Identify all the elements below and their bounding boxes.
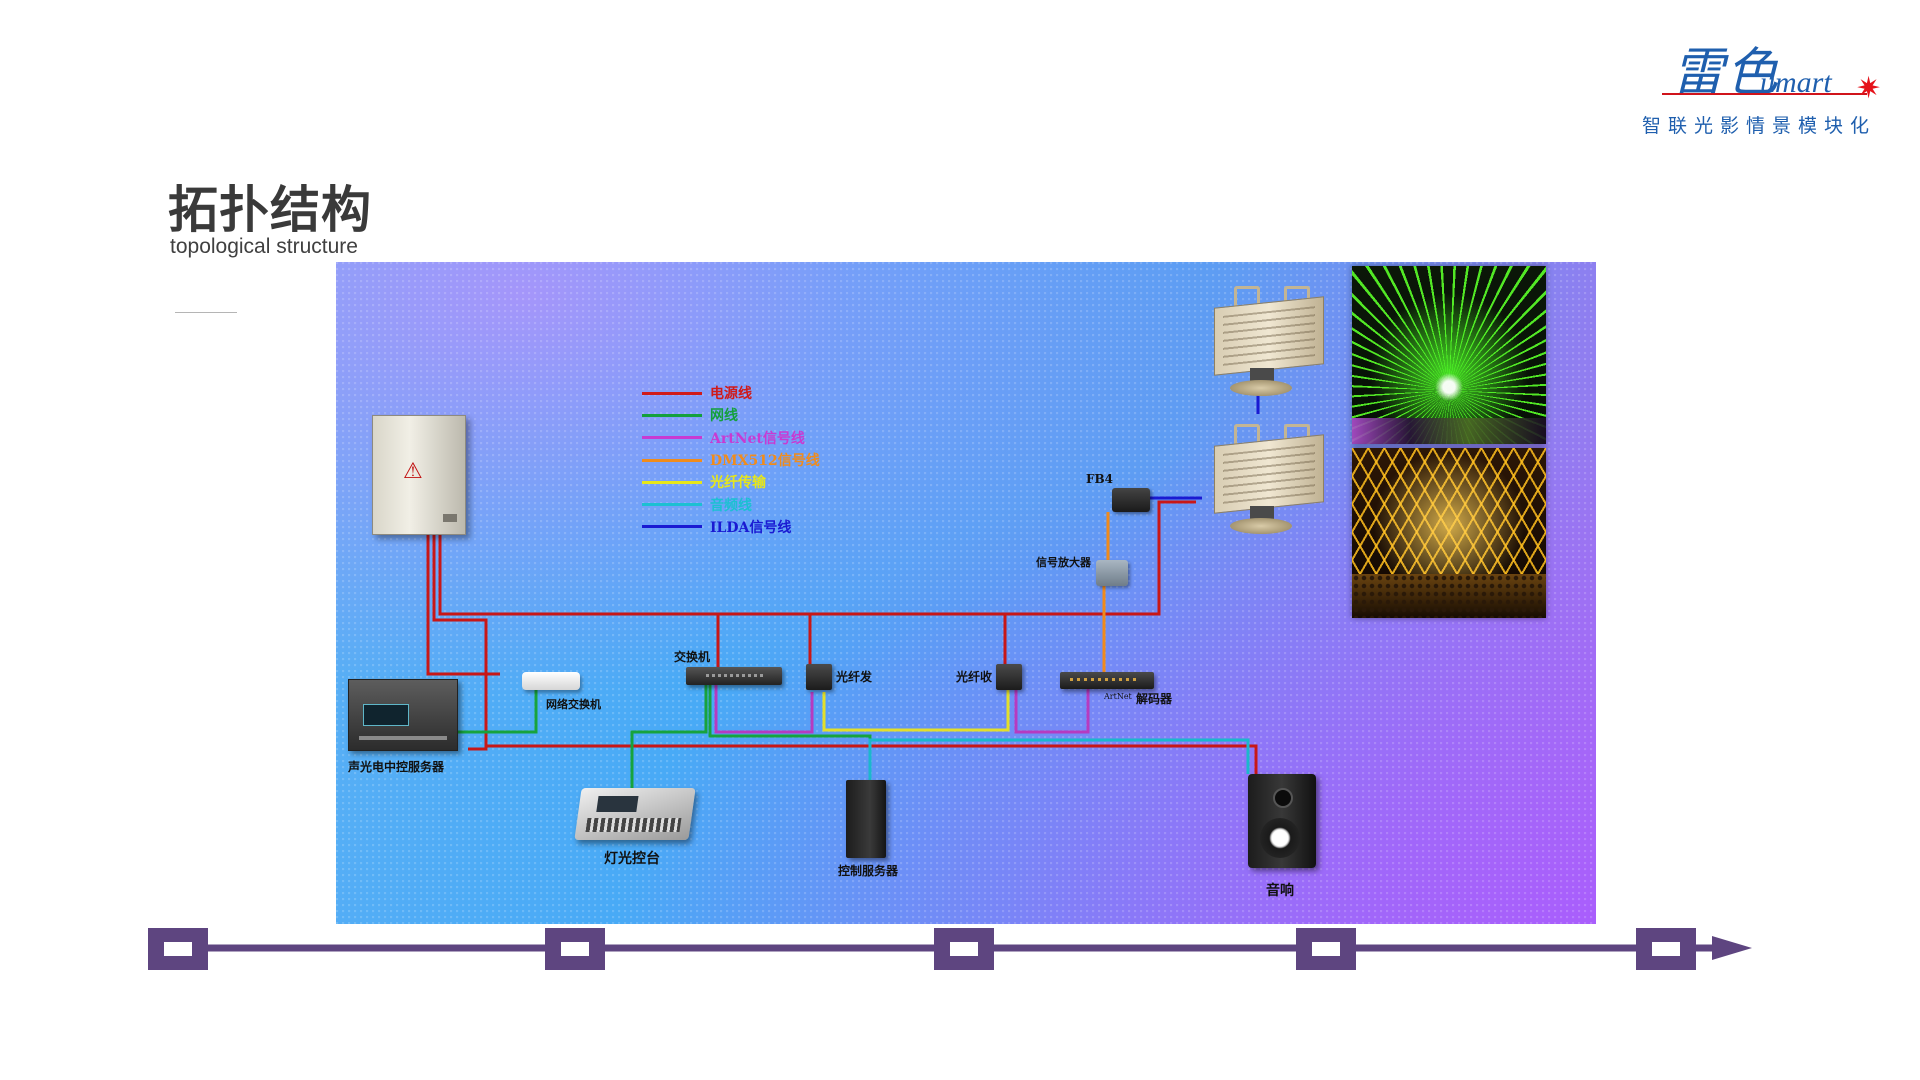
legend-item: 音频线 bbox=[642, 493, 820, 515]
fiber-transmitter-label: 光纤发 bbox=[836, 670, 873, 684]
legend-label: ILDA信号线 bbox=[710, 519, 792, 536]
legend-swatch bbox=[642, 391, 702, 395]
dmx-lines bbox=[1102, 512, 1110, 672]
legend-item: 电源线 bbox=[642, 382, 820, 404]
control-server-label: 控制服务器 bbox=[838, 864, 899, 878]
timeline-arrow-icon bbox=[1712, 936, 1752, 960]
timeline-node-inner bbox=[950, 942, 978, 956]
server-bar bbox=[359, 736, 447, 740]
laser-projector-top bbox=[1206, 284, 1336, 402]
speaker-woofer bbox=[1260, 818, 1300, 858]
laser-handle bbox=[1284, 286, 1310, 307]
stage-crowd bbox=[1352, 418, 1546, 444]
laser-base bbox=[1230, 518, 1292, 534]
timeline-node-inner bbox=[1652, 942, 1680, 956]
amplifier-label: 信号放大器 bbox=[1036, 556, 1091, 569]
central-server bbox=[348, 679, 458, 751]
laser-handle bbox=[1284, 424, 1310, 445]
router-label: 网络交换机 bbox=[546, 698, 601, 711]
timeline-node-inner bbox=[1312, 942, 1340, 956]
legend-label: 网线 bbox=[710, 408, 738, 425]
legend-swatch bbox=[642, 413, 702, 417]
laser-handle bbox=[1234, 286, 1260, 307]
legend-swatch bbox=[642, 458, 702, 462]
legend-item: ArtNet信号线 bbox=[642, 427, 820, 449]
network-router bbox=[522, 672, 580, 690]
artnet-decoder bbox=[1060, 672, 1154, 689]
signal-amplifier bbox=[1096, 560, 1128, 586]
fiber-receiver bbox=[996, 664, 1022, 690]
green-laser-show-photo bbox=[1352, 266, 1546, 444]
legend-item: 光纤传输 bbox=[642, 471, 820, 493]
company-logo: 雷色 umart ✷ 智联光影情景模块化 bbox=[1642, 30, 1902, 140]
switch-label: 交换机 bbox=[674, 650, 711, 664]
legend-swatch bbox=[642, 503, 702, 507]
speaker-tweeter bbox=[1273, 788, 1293, 808]
laser-projector-bottom bbox=[1206, 422, 1336, 540]
legend-swatch bbox=[642, 525, 702, 529]
legend: 电源线 网线 ArtNet信号线 DMX512信号线 光纤传输 音频线 ILDA… bbox=[642, 382, 820, 538]
legend-label: DMX512信号线 bbox=[710, 453, 820, 470]
fiber-lines bbox=[822, 685, 1010, 732]
logo-underline bbox=[1662, 93, 1867, 95]
audio-lines bbox=[868, 738, 1250, 780]
fiber-transmitter bbox=[806, 664, 832, 690]
legend-swatch bbox=[642, 436, 702, 440]
topology-diagram: 电源线 网线 ArtNet信号线 DMX512信号线 光纤传输 音频线 ILDA… bbox=[336, 262, 1596, 924]
legend-item: DMX512信号线 bbox=[642, 449, 820, 471]
warning-icon: ⚠ bbox=[403, 458, 423, 483]
server-display bbox=[363, 704, 409, 726]
power-lines bbox=[426, 500, 1258, 774]
fb4-label: FB4 bbox=[1086, 472, 1114, 486]
legend-item: ILDA信号线 bbox=[642, 516, 820, 538]
central-server-label: 声光电中控服务器 bbox=[348, 760, 445, 774]
decoder-label: 解码器 bbox=[1136, 692, 1173, 706]
legend-label: 光纤传输 bbox=[710, 475, 766, 492]
title-divider bbox=[175, 312, 237, 313]
artnet-lines bbox=[714, 685, 1090, 734]
timeline-node-inner bbox=[561, 942, 589, 956]
audience-crowd bbox=[1352, 574, 1546, 618]
timeline-node-inner bbox=[164, 942, 192, 956]
legend-label: 音频线 bbox=[710, 497, 752, 514]
cabinet-lock bbox=[443, 514, 457, 522]
page-title: 拓扑结构 bbox=[168, 182, 372, 238]
logo-star-icon: ✷ bbox=[1856, 72, 1882, 105]
control-server bbox=[846, 780, 886, 858]
yellow-laser-show-photo bbox=[1352, 448, 1546, 618]
fb4-controller bbox=[1112, 488, 1150, 512]
laser-base bbox=[1230, 380, 1292, 396]
fiber-receiver-label: 光纤收 bbox=[956, 670, 993, 684]
legend-item: 网线 bbox=[642, 404, 820, 426]
console-label: 灯光控台 bbox=[604, 851, 660, 867]
legend-label: ArtNet信号线 bbox=[710, 430, 805, 447]
power-cabinet: ⚠ bbox=[372, 415, 466, 535]
speaker bbox=[1248, 774, 1316, 868]
page-subtitle: topological structure bbox=[170, 235, 358, 258]
timeline-markers bbox=[148, 928, 1696, 970]
network-switch bbox=[686, 667, 782, 685]
speaker-label: 音响 bbox=[1266, 883, 1294, 899]
legend-label: 电源线 bbox=[710, 386, 752, 403]
logo-tagline: 智联光影情景模块化 bbox=[1642, 115, 1877, 137]
decoder-prefix-label: ArtNet bbox=[1104, 692, 1132, 701]
connection-wires bbox=[426, 390, 1260, 788]
legend-swatch bbox=[642, 480, 702, 484]
laser-handle bbox=[1234, 424, 1260, 445]
